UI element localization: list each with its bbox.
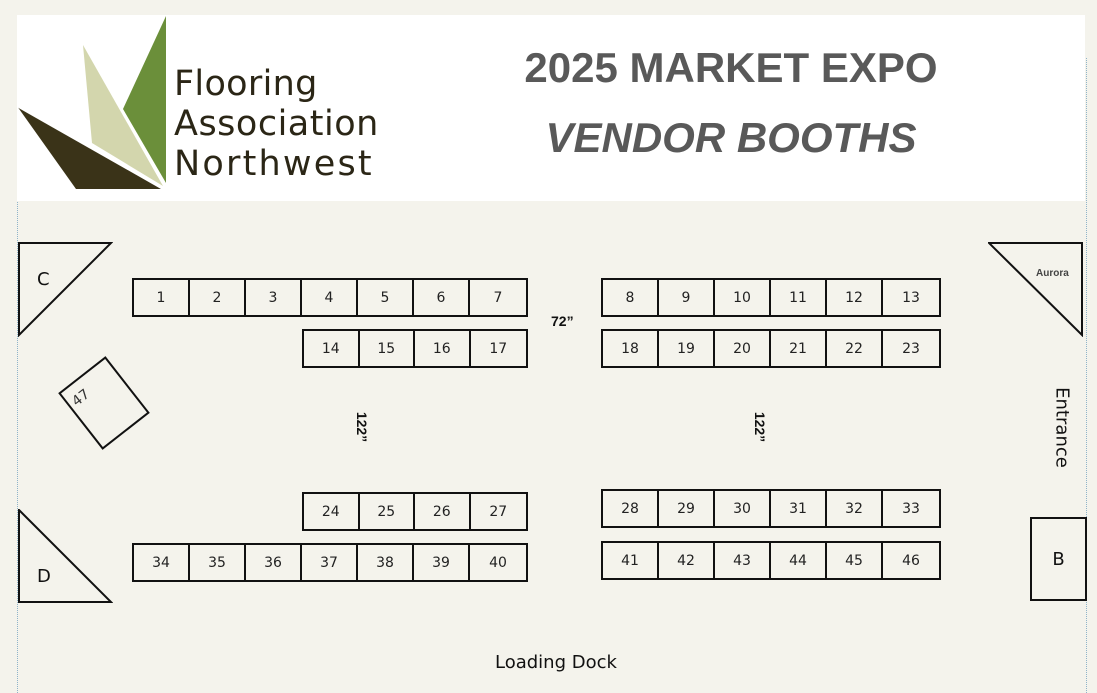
booth-c-label: C xyxy=(37,269,50,290)
triangle-shape-icon xyxy=(18,509,113,603)
logo-wordmark: Flooring Association Northwest xyxy=(174,64,379,184)
booth[interactable]: 8 xyxy=(603,280,659,315)
booth[interactable]: 25 xyxy=(360,494,416,529)
booth[interactable]: 20 xyxy=(715,331,771,366)
booth-row-28-33: 28 29 30 31 32 33 xyxy=(601,489,941,528)
booth[interactable]: 11 xyxy=(771,280,827,315)
booth[interactable]: 22 xyxy=(827,331,883,366)
booth[interactable]: 21 xyxy=(771,331,827,366)
booth[interactable]: 1 xyxy=(134,280,190,315)
dimension-left-aisle: 122” xyxy=(354,411,370,443)
booth[interactable]: 23 xyxy=(902,340,920,357)
booth[interactable]: 45 xyxy=(827,543,883,578)
triangle-shape-icon xyxy=(18,242,113,337)
booth-row-24-27: 24 25 26 27 xyxy=(302,492,528,531)
booth[interactable]: 35 xyxy=(190,545,246,580)
booth[interactable]: 42 xyxy=(659,543,715,578)
booth[interactable]: 27 xyxy=(489,503,508,520)
booth[interactable]: 30 xyxy=(715,491,771,526)
page-subtitle: VENDOR BOOTHS xyxy=(545,114,917,161)
booth[interactable]: 9 xyxy=(659,280,715,315)
booth[interactable]: 2 xyxy=(190,280,246,315)
booth-aurora[interactable]: Aurora xyxy=(988,241,1084,337)
booth[interactable]: 19 xyxy=(659,331,715,366)
booth[interactable]: 12 xyxy=(827,280,883,315)
logo-leaf-icon xyxy=(17,16,166,190)
booth[interactable]: 3 xyxy=(246,280,302,315)
booth-47[interactable]: 47 xyxy=(58,356,150,450)
booth-row-34-40: 34 35 36 37 38 39 40 xyxy=(132,543,528,582)
booth[interactable]: 26 xyxy=(415,494,471,529)
booth-row-18-23: 18 19 20 21 22 23 xyxy=(601,329,941,368)
booth[interactable]: 10 xyxy=(715,280,771,315)
triangle-shape-icon xyxy=(988,242,1083,337)
page-guide-left xyxy=(17,188,18,693)
dimension-right-aisle: 122” xyxy=(752,411,768,443)
booth[interactable]: 40 xyxy=(489,554,507,571)
booth-b-label: B xyxy=(1052,548,1065,570)
booth[interactable]: 34 xyxy=(134,545,190,580)
booth[interactable]: 24 xyxy=(304,494,360,529)
booth-row-8-13: 8 9 10 11 12 13 xyxy=(601,278,941,317)
booth-row-14-17: 14 15 16 17 xyxy=(302,329,528,368)
booth[interactable]: 15 xyxy=(360,331,416,366)
booth-d[interactable]: D xyxy=(17,509,113,604)
booth[interactable]: 32 xyxy=(827,491,883,526)
booth[interactable]: 38 xyxy=(358,545,414,580)
booth-row-41-46: 41 42 43 44 45 46 xyxy=(601,541,941,580)
booth[interactable]: 6 xyxy=(414,280,470,315)
booth-aurora-label: Aurora xyxy=(1036,268,1069,279)
booth-d-label: D xyxy=(37,566,51,587)
logo-line-2: Association xyxy=(174,104,379,144)
loading-dock-label: Loading Dock xyxy=(495,652,617,673)
booth[interactable]: 44 xyxy=(771,543,827,578)
booth[interactable]: 5 xyxy=(358,280,414,315)
booth[interactable]: 16 xyxy=(415,331,471,366)
booth[interactable]: 33 xyxy=(902,500,920,517)
page-title: 2025 MARKET EXPO xyxy=(524,44,938,91)
booth[interactable]: 17 xyxy=(489,340,508,357)
booth[interactable]: 18 xyxy=(603,331,659,366)
logo-line-3: Northwest xyxy=(174,144,374,184)
booth[interactable]: 37 xyxy=(302,545,358,580)
booth[interactable]: 46 xyxy=(902,552,920,569)
entrance-label: Entrance xyxy=(1051,387,1073,468)
booth[interactable]: 41 xyxy=(603,543,659,578)
booth[interactable]: 7 xyxy=(493,289,503,306)
booth[interactable]: 36 xyxy=(246,545,302,580)
booth-47-label: 47 xyxy=(69,386,93,410)
logo-line-1: Flooring xyxy=(174,64,318,104)
booth[interactable]: 13 xyxy=(902,289,920,306)
header-banner: Flooring Association Northwest 2025 MARK… xyxy=(17,15,1085,201)
logo: Flooring Association Northwest xyxy=(17,15,378,201)
dimension-center-aisle: 72” xyxy=(551,313,574,329)
booth-c[interactable]: C xyxy=(17,242,113,337)
page-guide-right xyxy=(1086,58,1087,693)
booth[interactable]: 39 xyxy=(414,545,470,580)
booth-b[interactable]: B xyxy=(1030,517,1087,601)
booth-row-1-7: 1 2 3 4 5 6 7 xyxy=(132,278,528,317)
booth[interactable]: 28 xyxy=(603,491,659,526)
booth[interactable]: 29 xyxy=(659,491,715,526)
booth[interactable]: 43 xyxy=(715,543,771,578)
booth[interactable]: 14 xyxy=(304,331,360,366)
booth[interactable]: 31 xyxy=(771,491,827,526)
booth[interactable]: 4 xyxy=(302,280,358,315)
